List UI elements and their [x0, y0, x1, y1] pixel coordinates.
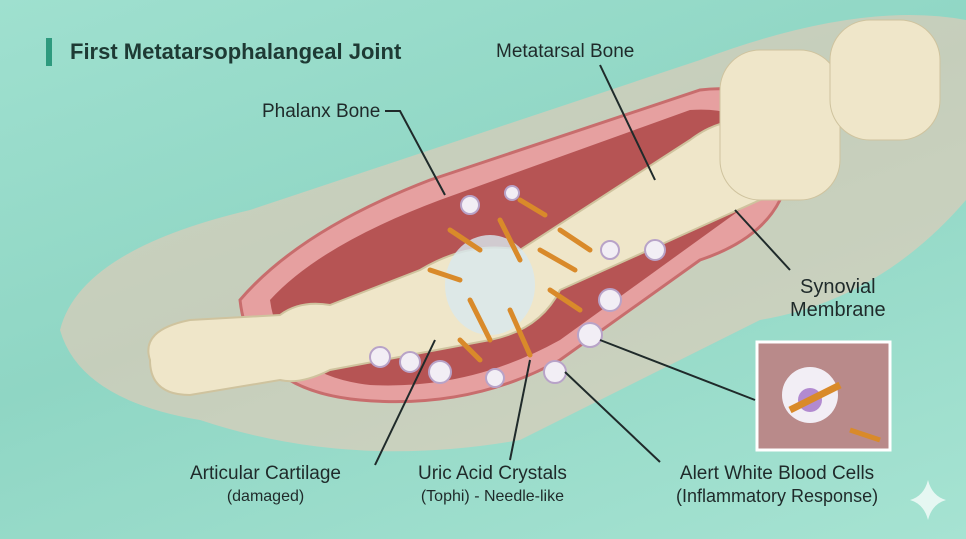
label-synovial-membrane: Synovial Membrane — [790, 276, 886, 322]
label-wbc-main: Alert White Blood Cells — [679, 463, 875, 484]
label-synovial-line1: Synovial — [800, 276, 876, 298]
title-accent-bar — [46, 38, 52, 66]
label-cartilage-main: Articular Cartilage — [190, 463, 341, 484]
label-crystals-main: Uric Acid Crystals — [418, 463, 567, 484]
label-phalanx-bone: Phalanx Bone — [262, 101, 381, 122]
label-white-blood-cells: Alert White Blood Cells (Inflammatory Re… — [676, 462, 878, 508]
label-cartilage-sub: (damaged) — [226, 488, 305, 505]
label-crystals-sub: (Tophi) - Needle-like — [420, 488, 565, 505]
sparkle-icon — [910, 480, 946, 520]
page-title: First Metatarsophalangeal Joint — [70, 39, 402, 64]
uric-acid-crystals — [427, 197, 593, 363]
leader-lines — [374, 64, 791, 466]
label-metatarsal-bone: Metatarsal Bone — [496, 41, 635, 62]
label-wbc-sub: (Inflammatory Response) — [676, 486, 879, 506]
label-synovial-line2: Membrane — [790, 299, 886, 321]
inset-micrograph — [755, 340, 892, 452]
label-articular-cartilage: Articular Cartilage (damaged) — [190, 462, 341, 508]
title-block: First Metatarsophalangeal Joint — [46, 38, 401, 66]
bones — [147, 19, 941, 397]
label-uric-acid-crystals: Uric Acid Crystals (Tophi) - Needle-like — [418, 462, 567, 508]
